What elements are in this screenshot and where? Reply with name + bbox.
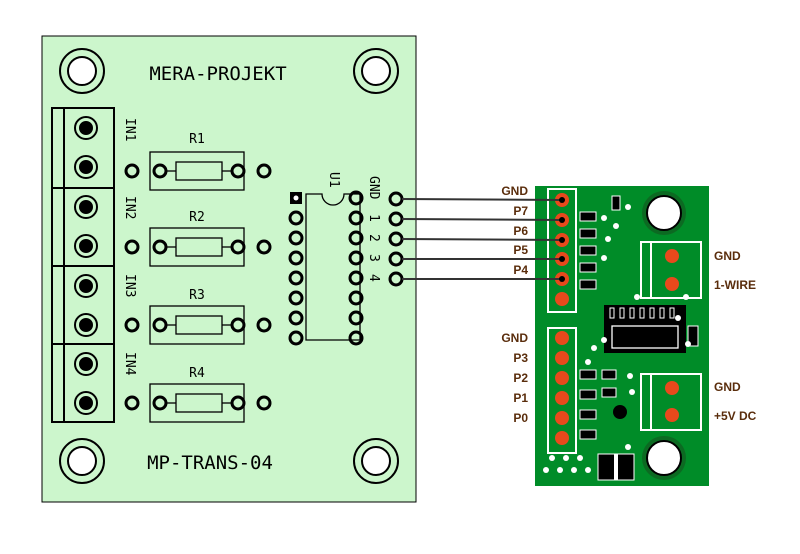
lower-label-p3: P3 (513, 351, 528, 365)
input-label-3: IN3 (122, 274, 137, 297)
resistor-row-2: R2 (124, 210, 272, 267)
input-label-2: IN2 (122, 196, 137, 219)
header-label-4: 4 (366, 274, 381, 282)
input-label-4: IN4 (122, 352, 137, 376)
terminal-blocks (51, 107, 115, 423)
right-board (535, 186, 709, 486)
chip-u1: U1 (288, 172, 364, 346)
bus-label-p6: P6 (513, 224, 528, 238)
vias-ic (585, 315, 691, 365)
mounting-hole-top-left (59, 48, 105, 94)
board-model: MP-TRANS-04 (147, 452, 273, 474)
connection-wires (401, 198, 563, 280)
vias-upper (601, 204, 631, 261)
bus-label-p4: P4 (513, 263, 528, 277)
board-title: MERA-PROJEKT (149, 63, 286, 85)
lower-label-gnd: GND (501, 331, 528, 345)
header-label-2: 2 (366, 234, 381, 242)
terminal-bottom-5v: +5V DC (714, 409, 757, 423)
smd-components-upper (579, 195, 621, 290)
header-label-3: 3 (366, 254, 381, 262)
lower-label-p0: P0 (513, 411, 528, 425)
bus-label-p5: P5 (513, 243, 528, 257)
resistor-label-1: R1 (189, 132, 205, 147)
terminal-top-gnd: GND (714, 249, 741, 263)
bus-label-p7: P7 (513, 204, 528, 218)
chip-label: U1 (326, 172, 341, 188)
resistor-row-1: R1 (124, 132, 272, 191)
mounting-hole-bottom-right (353, 438, 399, 484)
resistor-row-3: R3 (124, 288, 272, 345)
wire-end-dots (559, 197, 565, 282)
mounting-hole-top-right (353, 48, 399, 94)
lower-label-p2: P2 (513, 371, 528, 385)
left-board: MERA-PROJEKT MP-TRANS-04 IN1 IN2 IN3 IN4 (41, 35, 417, 503)
terminal-block-top (634, 241, 702, 300)
terminal-top-1wire: 1-WIRE (714, 278, 756, 292)
mounting-hole-bottom-left (59, 438, 105, 484)
mounting-hole-right-top (642, 191, 686, 235)
resistor-label-3: R3 (189, 288, 205, 303)
header-label-1: 1 (366, 214, 381, 222)
bus-label-gnd: GND (501, 184, 528, 198)
lower-label-p1: P1 (513, 391, 528, 405)
header-label-gnd: GND (366, 176, 381, 200)
transistor (613, 405, 627, 419)
voltage-regulator (597, 453, 635, 481)
input-label-1: IN1 (122, 118, 137, 141)
mounting-hole-right-bottom (642, 436, 686, 480)
terminal-bottom-gnd: GND (714, 380, 741, 394)
resistor-label-4: R4 (189, 366, 205, 381)
resistor-row-4: R4 (124, 366, 272, 423)
smd-components-lower (579, 369, 617, 440)
terminal-block-bottom (640, 373, 702, 431)
smd-ic (604, 305, 699, 353)
vias-lower (543, 373, 635, 473)
resistor-label-2: R2 (189, 210, 205, 225)
lower-pin-header (547, 327, 577, 454)
